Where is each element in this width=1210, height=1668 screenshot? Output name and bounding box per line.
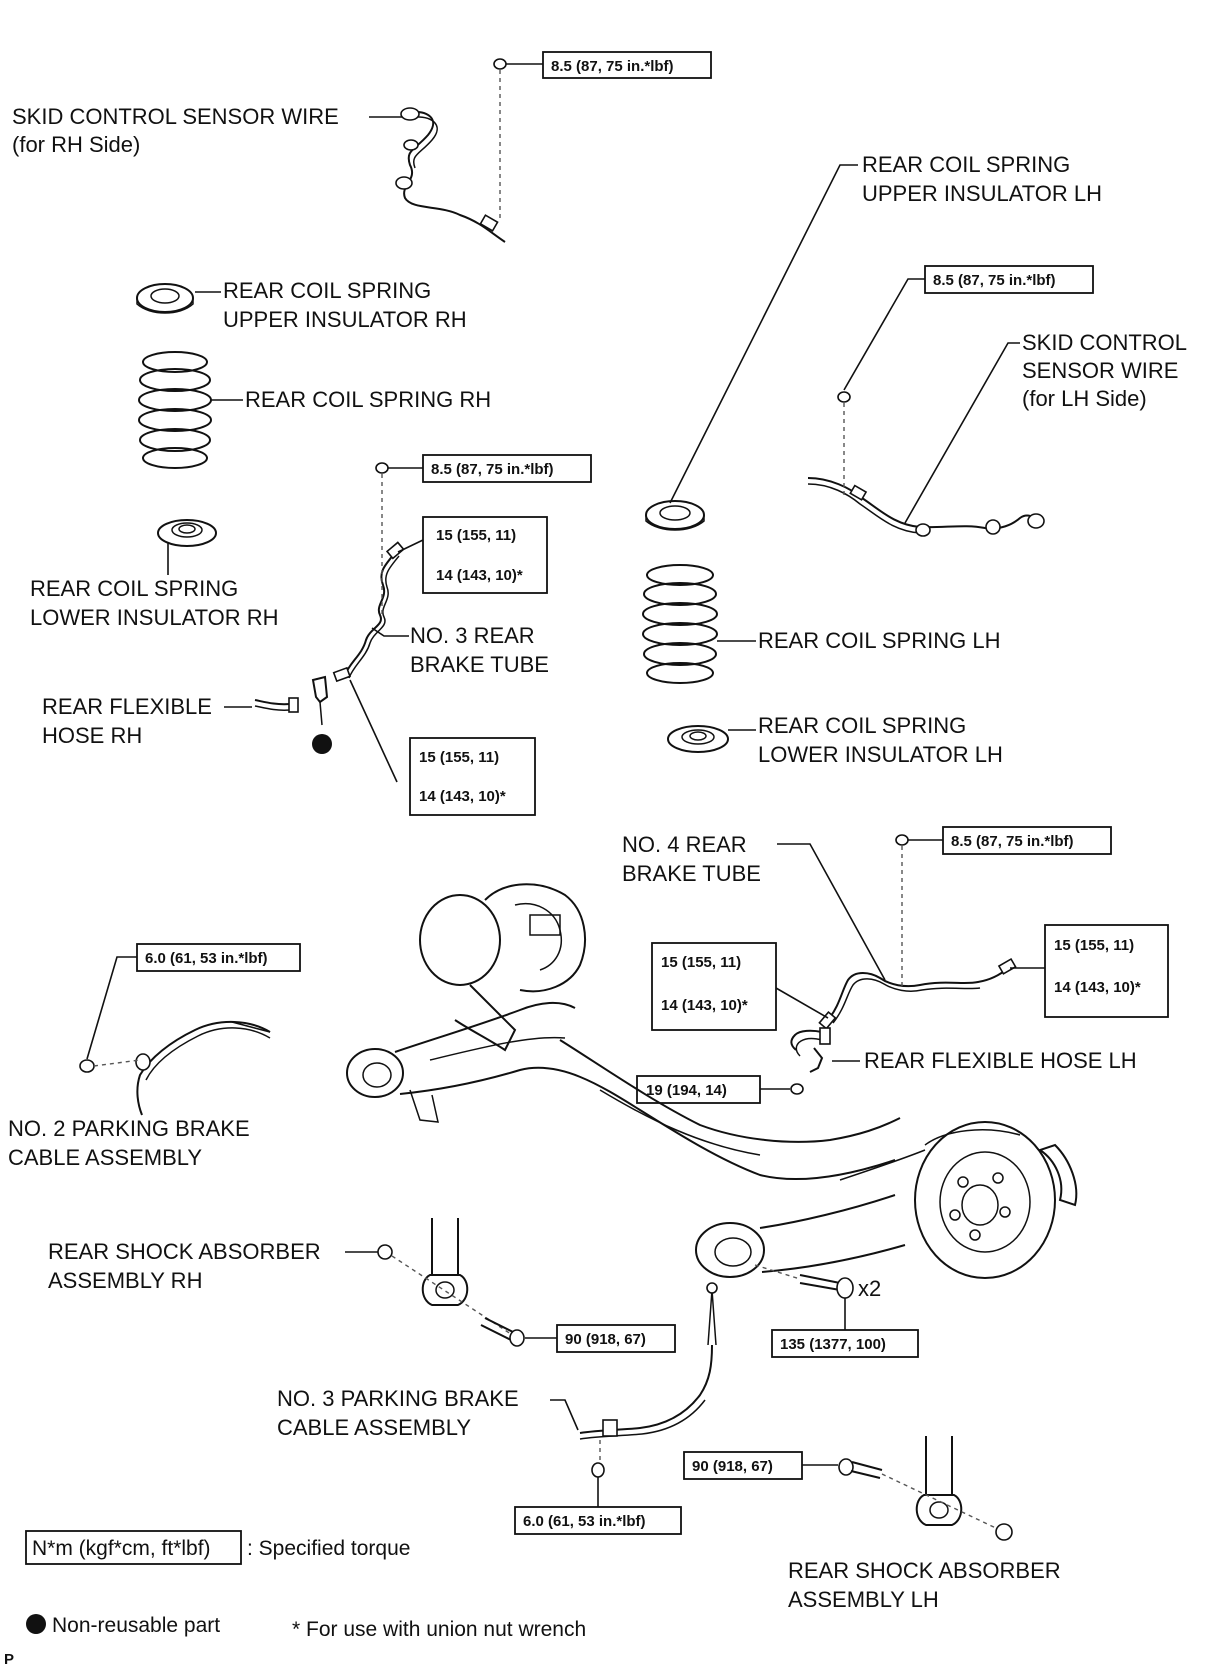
upper-insulator-lh-label: REAR COIL SPRING <box>862 152 1070 177</box>
no2-parking-brake-cable <box>135 1021 271 1116</box>
torque-skid-rh: 8.5 (87, 75 in.*lbf) <box>551 58 674 75</box>
rear-flexible-hose-rh <box>254 675 329 726</box>
quantity-x2: x2 <box>858 1276 881 1301</box>
axle-mount-bolt <box>799 1274 854 1299</box>
rear-shock-absorber-rh <box>421 1218 469 1306</box>
corner-mark: P <box>4 1651 14 1668</box>
torque-tube4-left-a: 15 (155, 11) <box>661 954 741 971</box>
torque-tube4-right-b: 14 (143, 10)* <box>1054 979 1141 996</box>
lower-insulator-lh-label: REAR COIL SPRING <box>758 713 966 738</box>
pbrake3-label: NO. 3 PARKING BRAKE <box>277 1386 519 1411</box>
legend: N*m (kgf*cm, ft*lbf) : Specified torque … <box>4 1530 586 1668</box>
torque-skid-lh: 8.5 (87, 75 in.*lbf) <box>933 272 1056 289</box>
skid-wire-lh-side: (for LH Side) <box>1022 386 1147 411</box>
torque-tube3-lower-a: 15 (155, 11) <box>419 749 499 766</box>
skid-wire-rh-label: SKID CONTROL SENSOR WIRE <box>12 104 339 129</box>
legend-torque-unit: N*m (kgf*cm, ft*lbf) <box>32 1537 211 1560</box>
legend-nonreusable: Non-reusable part <box>52 1614 220 1637</box>
shock-lh-label: REAR SHOCK ABSORBER <box>788 1558 1061 1583</box>
lower-insulator-rh-label: REAR COIL SPRING <box>30 576 238 601</box>
shock-lh-bolt <box>838 1458 883 1479</box>
non-reusable-dot-icon <box>26 1614 46 1634</box>
lower-insulator-lh <box>667 725 729 753</box>
upper-insulator-rh-sublabel: UPPER INSULATOR RH <box>223 307 467 332</box>
torque-tube4-left-b: 14 (143, 10)* <box>661 997 748 1014</box>
bolt-icon <box>79 1059 95 1073</box>
bolt-icon <box>591 1462 605 1478</box>
skid-wire-rh-sublabel: (for RH Side) <box>12 132 140 157</box>
bolt-icon <box>375 462 389 474</box>
torque-tube4-right-a: 15 (155, 11) <box>1054 937 1134 954</box>
flex-hose-rh-sublabel: HOSE RH <box>42 723 142 748</box>
coil-spring-rh-label: REAR COIL SPRING RH <box>245 387 491 412</box>
coil-spring-rh <box>138 351 212 469</box>
bolt-icon <box>790 1083 804 1095</box>
legend-torque-desc: : Specified torque <box>247 1537 410 1560</box>
flex-hose-rh-label: REAR FLEXIBLE <box>42 694 212 719</box>
upper-insulator-rh-label: REAR COIL SPRING <box>223 278 431 303</box>
nut-icon <box>995 1523 1013 1541</box>
coil-spring-lh-label: REAR COIL SPRING LH <box>758 628 1000 653</box>
brake-tube4-sublabel: BRAKE TUBE <box>622 861 761 886</box>
torque-tube4-clamp: 8.5 (87, 75 in.*lbf) <box>951 833 1074 850</box>
torque-shock-rh: 90 (918, 67) <box>565 1331 646 1348</box>
rear-shock-absorber-lh <box>915 1436 963 1526</box>
torque-pbrake3: 6.0 (61, 53 in.*lbf) <box>523 1513 646 1530</box>
non-reusable-clip-icon <box>312 734 332 754</box>
torque-hose-lh: 19 (194, 14) <box>646 1082 727 1099</box>
nut-icon <box>377 1244 393 1260</box>
skid-wire-lh-sublabel: SENSOR WIRE <box>1022 358 1178 383</box>
upper-insulator-rh <box>136 283 194 314</box>
torque-tube3-upper-b: 14 (143, 10)* <box>436 567 523 584</box>
brake-tube4-label: NO. 4 REAR <box>622 832 747 857</box>
pbrake2-label: NO. 2 PARKING BRAKE <box>8 1116 250 1141</box>
shock-rh-bolt <box>480 1317 525 1347</box>
torque-pbrake2: 6.0 (61, 53 in.*lbf) <box>145 950 268 967</box>
brake-tube3-label: NO. 3 REAR <box>410 623 535 648</box>
flex-hose-lh-label: REAR FLEXIBLE HOSE LH <box>864 1048 1137 1073</box>
skid-control-sensor-wire-rh <box>395 107 506 243</box>
legend-union-note: * For use with union nut wrench <box>292 1618 586 1641</box>
pbrake3-sublabel: CABLE ASSEMBLY <box>277 1415 471 1440</box>
lower-insulator-lh-sublabel: LOWER INSULATOR LH <box>758 742 1003 767</box>
rear-axle-beam <box>346 883 1078 1279</box>
torque-tube3-upper-a: 15 (155, 11) <box>436 527 516 544</box>
upper-insulator-lh <box>645 500 705 531</box>
coil-spring-lh <box>642 564 718 684</box>
skid-control-sensor-wire-lh <box>807 477 1045 537</box>
shock-rh-label: REAR SHOCK ABSORBER <box>48 1239 321 1264</box>
torque-shock-lh: 90 (918, 67) <box>692 1458 773 1475</box>
torque-axle: 135 (1377, 100) <box>780 1336 886 1353</box>
no4-rear-brake-tube <box>818 957 1017 1030</box>
bolt-icon <box>895 834 909 846</box>
pbrake2-sublabel: CABLE ASSEMBLY <box>8 1145 202 1170</box>
shock-lh-sublabel: ASSEMBLY LH <box>788 1587 939 1612</box>
lower-insulator-rh <box>157 519 217 547</box>
brake-tube3-sublabel: BRAKE TUBE <box>410 652 549 677</box>
torque-tube3-clamp: 8.5 (87, 75 in.*lbf) <box>431 461 554 478</box>
bolt-icon <box>837 391 851 403</box>
no3-rear-brake-tube <box>332 541 405 683</box>
lower-insulator-rh-sublabel: LOWER INSULATOR RH <box>30 605 279 630</box>
bolt-icon <box>493 58 507 70</box>
upper-insulator-lh-sublabel: UPPER INSULATOR LH <box>862 181 1102 206</box>
skid-wire-lh-label: SKID CONTROL <box>1022 330 1187 355</box>
shock-rh-sublabel: ASSEMBLY RH <box>48 1268 202 1293</box>
rear-flexible-hose-lh <box>790 1027 831 1073</box>
no3-parking-brake-cable <box>579 1282 718 1440</box>
torque-tube3-lower-b: 14 (143, 10)* <box>419 788 506 805</box>
